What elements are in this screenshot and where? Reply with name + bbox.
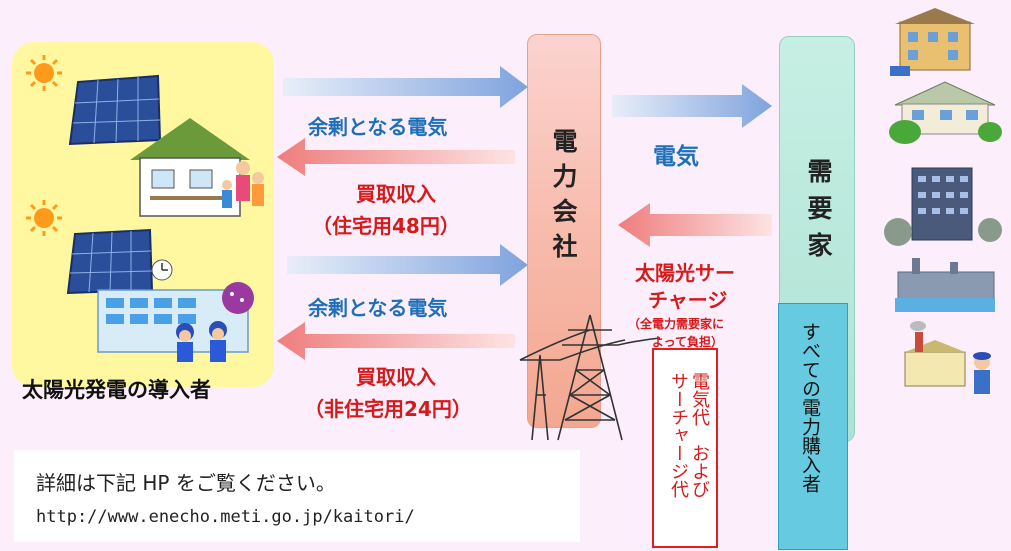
electricity-label: 電気 [653, 144, 699, 170]
surplus-label-top: 余剰となる電気 [308, 115, 448, 139]
info-box [14, 450, 580, 542]
all-buyers-box [778, 303, 848, 550]
info-text: 詳細は下記 HP をご覧ください。 [36, 471, 336, 495]
arrow-surcharge [618, 203, 772, 247]
purchase-label-top-2: （住宅用48円） [312, 214, 460, 238]
transmission-tower-icon [519, 314, 661, 441]
info-url[interactable]: http://www.enecho.meti.go.jp/kaitori/ [36, 507, 415, 527]
arrow-purchase-top [277, 138, 515, 176]
installer-label: 太陽光発電の導入者 [22, 378, 211, 402]
solar-panel-icon [66, 228, 154, 295]
purchase-label-bottom-1: 買取収入 [356, 365, 436, 389]
office-building-icon [884, 167, 1002, 246]
payment-label-2: サーチャージ代 [668, 372, 689, 498]
family-icon [222, 161, 264, 208]
arrow-electricity [612, 84, 772, 128]
house-icon [889, 81, 1002, 144]
children-icon [176, 321, 227, 362]
surcharge-note-1: （全電力需要家に [628, 317, 725, 331]
surcharge-note-2: よって負担） [652, 335, 724, 349]
purchase-label-top-1: 買取収入 [356, 182, 436, 206]
payment-label-1: 電気代 および [689, 372, 710, 498]
surcharge-label-1: 太陽光サー [635, 261, 735, 285]
apartment-icon [890, 8, 975, 76]
surplus-label-bottom: 余剰となる電気 [308, 296, 448, 320]
consumer-label: 需要家 [804, 158, 833, 269]
arrow-surplus-top [283, 66, 528, 108]
arrow-surplus-bottom [287, 244, 528, 286]
surcharge-label-2: チャージ [648, 288, 728, 312]
factory-worker-icon [904, 321, 991, 394]
sun-icon [26, 55, 62, 91]
solar-panel-icon [68, 74, 162, 146]
purchase-label-bottom-2: （非住宅用24円） [304, 397, 472, 421]
sun-icon [26, 200, 62, 236]
school-icon [97, 259, 254, 353]
power-company-label: 電力会社 [549, 128, 578, 268]
all-buyers-label: すべての電力購入者 [799, 322, 821, 493]
payment-box [652, 348, 718, 548]
factory-icon [895, 258, 995, 312]
arrow-purchase-bottom [277, 322, 515, 360]
